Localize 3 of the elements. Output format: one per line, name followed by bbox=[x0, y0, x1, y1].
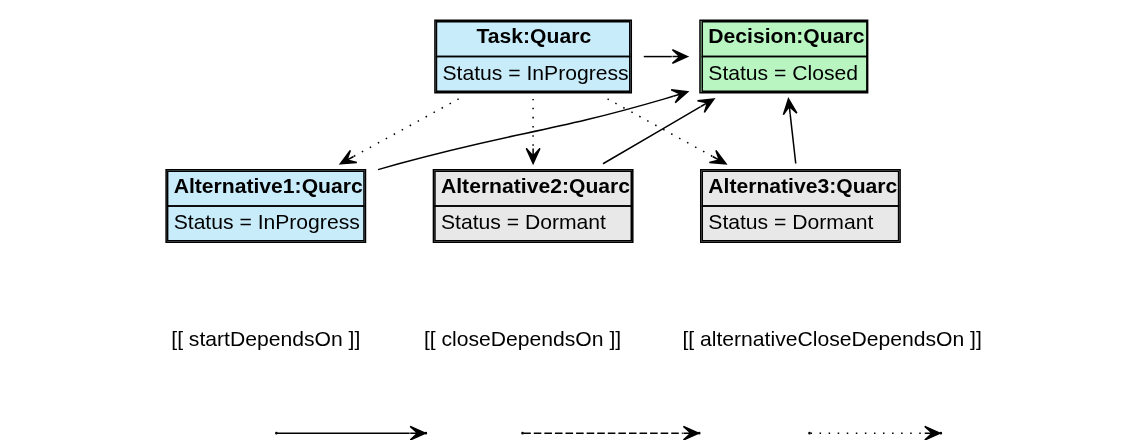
legend-label: [[ closeDependsOn ]] bbox=[423, 327, 622, 351]
legend-label: [[ startDependsOn ]] bbox=[171, 327, 361, 351]
legend-label: [[ alternativeCloseDependsOn ]] bbox=[682, 327, 982, 351]
